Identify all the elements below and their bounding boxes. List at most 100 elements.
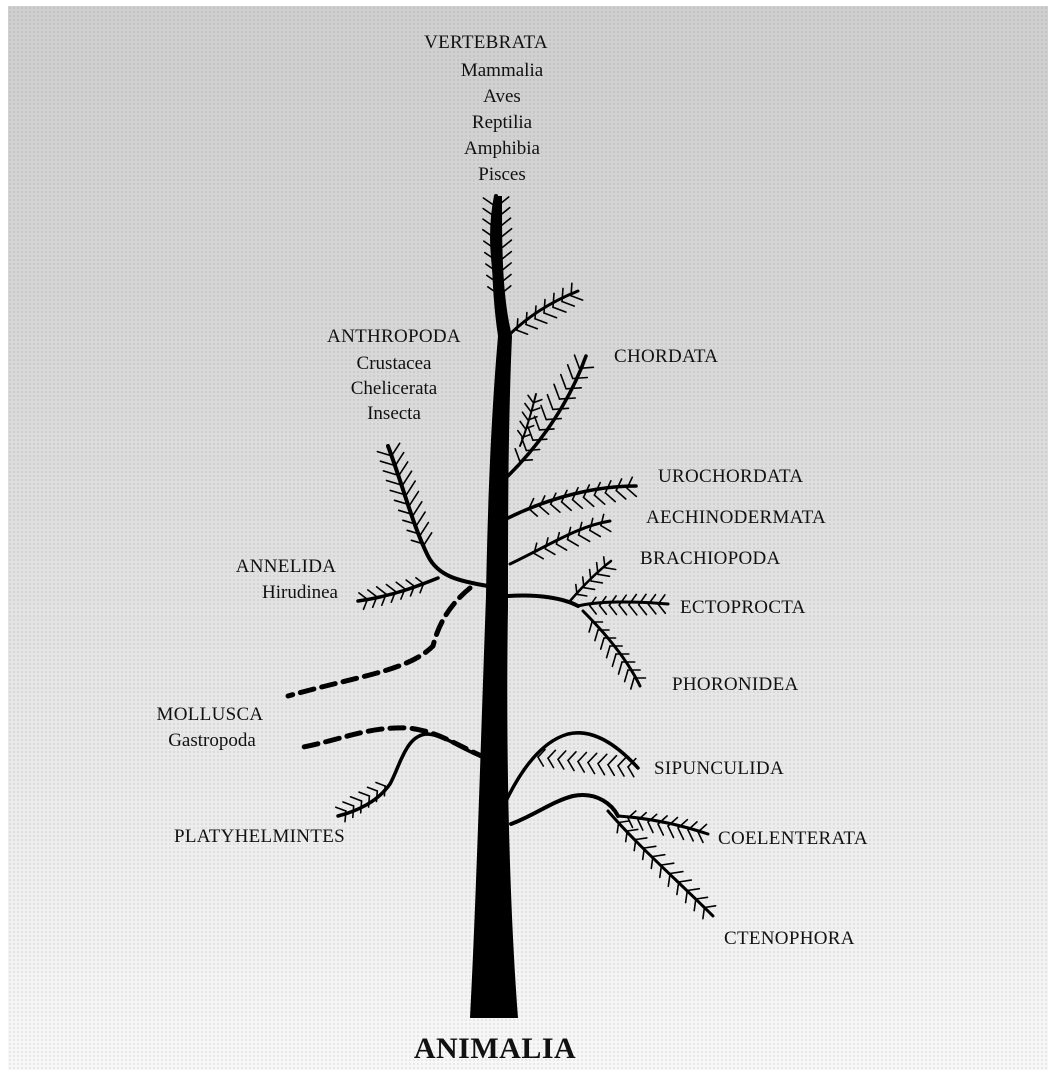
chordata-upper-twig <box>544 300 545 313</box>
gastropoda-label: Gastropoda <box>168 728 256 753</box>
ectoprocta-stem <box>508 595 578 606</box>
urochordata-label: UROCHORDATA <box>658 464 803 489</box>
coelenterata-twig <box>688 830 693 841</box>
chordata-upper-twig <box>526 325 537 329</box>
ctenophora-twig <box>636 838 647 840</box>
anthropoda-twig <box>406 481 415 495</box>
phoronidea-twig <box>595 630 598 641</box>
chordata-twig <box>568 365 573 379</box>
chordata-twig <box>553 408 569 409</box>
ectoprocta-twig <box>629 605 637 615</box>
sipunculida-twig <box>578 753 586 762</box>
aechinodermata-twig <box>568 540 579 546</box>
chordata-twig <box>566 388 581 389</box>
platyhelmintes-twig <box>351 797 362 801</box>
chordata-twig <box>526 450 539 451</box>
annelida-twig <box>368 590 377 597</box>
chordata-twig <box>561 375 566 389</box>
sipunculida-twig <box>578 762 584 773</box>
phoronidea-twig <box>589 622 592 632</box>
coelenterata-twig <box>628 818 633 827</box>
anthropoda-twig <box>410 492 419 505</box>
ctenophora-twig <box>619 821 629 823</box>
urochordata-twig <box>584 497 594 506</box>
anthropoda-label: ANTHROPODA <box>327 324 461 349</box>
ctenophora-twig <box>677 882 679 895</box>
phoronidea-twig <box>631 678 634 689</box>
ectoprocta-twig <box>639 605 647 615</box>
annelida-twig <box>396 582 405 589</box>
phoronidea-twig <box>601 638 604 649</box>
platyhelmintes-label: PLATYHELMINTES <box>174 824 345 849</box>
sipunculida-twig <box>608 765 614 776</box>
aechinodermata-twig <box>556 544 566 550</box>
root-title: ANIMALIA <box>414 1036 576 1061</box>
hirudinea-label: Hirudinea <box>262 580 338 605</box>
coelenterata-twig <box>638 820 643 830</box>
sipunculida-twig <box>628 767 634 777</box>
aechinodermata-twig <box>590 530 601 536</box>
sipunculida-twig <box>598 764 605 775</box>
coelenterata-twig <box>668 826 674 838</box>
ctenophora-twig <box>696 897 708 899</box>
aechinodermata-branch <box>510 521 610 564</box>
urochordata-twig <box>616 491 626 500</box>
ctenophora-twig <box>694 899 696 911</box>
annelida-branch <box>358 578 438 601</box>
ectoprocta-twig <box>609 605 616 614</box>
pisces-label: Pisces <box>478 162 526 187</box>
chordata-side-twig <box>520 421 525 428</box>
trunk <box>470 196 518 1018</box>
platyhelmintes-twig <box>361 801 362 813</box>
ctenophora-twig <box>644 846 656 848</box>
ectoprocta-twig <box>658 604 665 613</box>
platyhelmintes-twig <box>359 792 369 796</box>
coelenterata-twig <box>678 828 684 839</box>
chordata-side-twig <box>522 412 528 420</box>
annelida-twig <box>406 580 414 586</box>
chordata-twig <box>546 419 561 420</box>
platyhelmintes-twig <box>343 802 354 806</box>
urochordata-twig <box>540 507 549 515</box>
anthropoda-twig <box>417 512 425 524</box>
chordata-upper-twig <box>517 319 518 330</box>
platyhelmintes-twig <box>345 811 346 822</box>
platyhelmintes-twig <box>353 806 354 817</box>
chelicerata-label: Chelicerata <box>351 376 438 401</box>
anthropoda-branch <box>388 446 488 586</box>
urochordata-twig <box>573 500 583 509</box>
chordata-upper-branch <box>508 291 578 336</box>
phoronidea-twig <box>625 670 628 682</box>
phoronidea-twig <box>607 646 610 658</box>
chordata-twig <box>575 355 580 368</box>
chordata-twig <box>533 439 547 440</box>
vertebrata-label: VERTEBRATA <box>424 30 548 55</box>
urochordata-twig <box>627 488 636 496</box>
chordata-upper-twig <box>526 313 527 325</box>
anthropoda-twig <box>421 523 429 535</box>
ctenophora-twig <box>662 863 674 865</box>
anthropoda-twig <box>392 443 400 456</box>
urochordata-twig <box>551 504 560 512</box>
chordata-twig <box>535 416 540 430</box>
insecta-label: Insecta <box>367 401 421 426</box>
chordata-twig <box>528 427 533 440</box>
chordata-twig <box>540 429 555 430</box>
annelida-label: ANNELIDA <box>236 554 337 579</box>
platyhelmintes-twig <box>376 783 385 787</box>
chordata-upper-twig <box>553 307 566 312</box>
brachiopoda-twig <box>591 581 602 583</box>
crustacea-label: Crustacea <box>357 351 432 376</box>
sipunculida-twig <box>558 759 564 769</box>
chordata-twig <box>541 406 546 420</box>
sipunculida-twig <box>548 758 554 767</box>
sipunculida-twig <box>568 760 574 770</box>
platyhelmintes-twig <box>384 786 385 796</box>
phoronidea-twig <box>619 662 623 674</box>
chordata-upper-twig <box>562 288 563 301</box>
brachiopoda-twig <box>605 568 616 570</box>
chordata-twig <box>515 449 519 461</box>
chordata-twig <box>520 460 533 461</box>
ectoprocta-twig <box>600 606 607 615</box>
annelida-twig <box>386 585 395 592</box>
